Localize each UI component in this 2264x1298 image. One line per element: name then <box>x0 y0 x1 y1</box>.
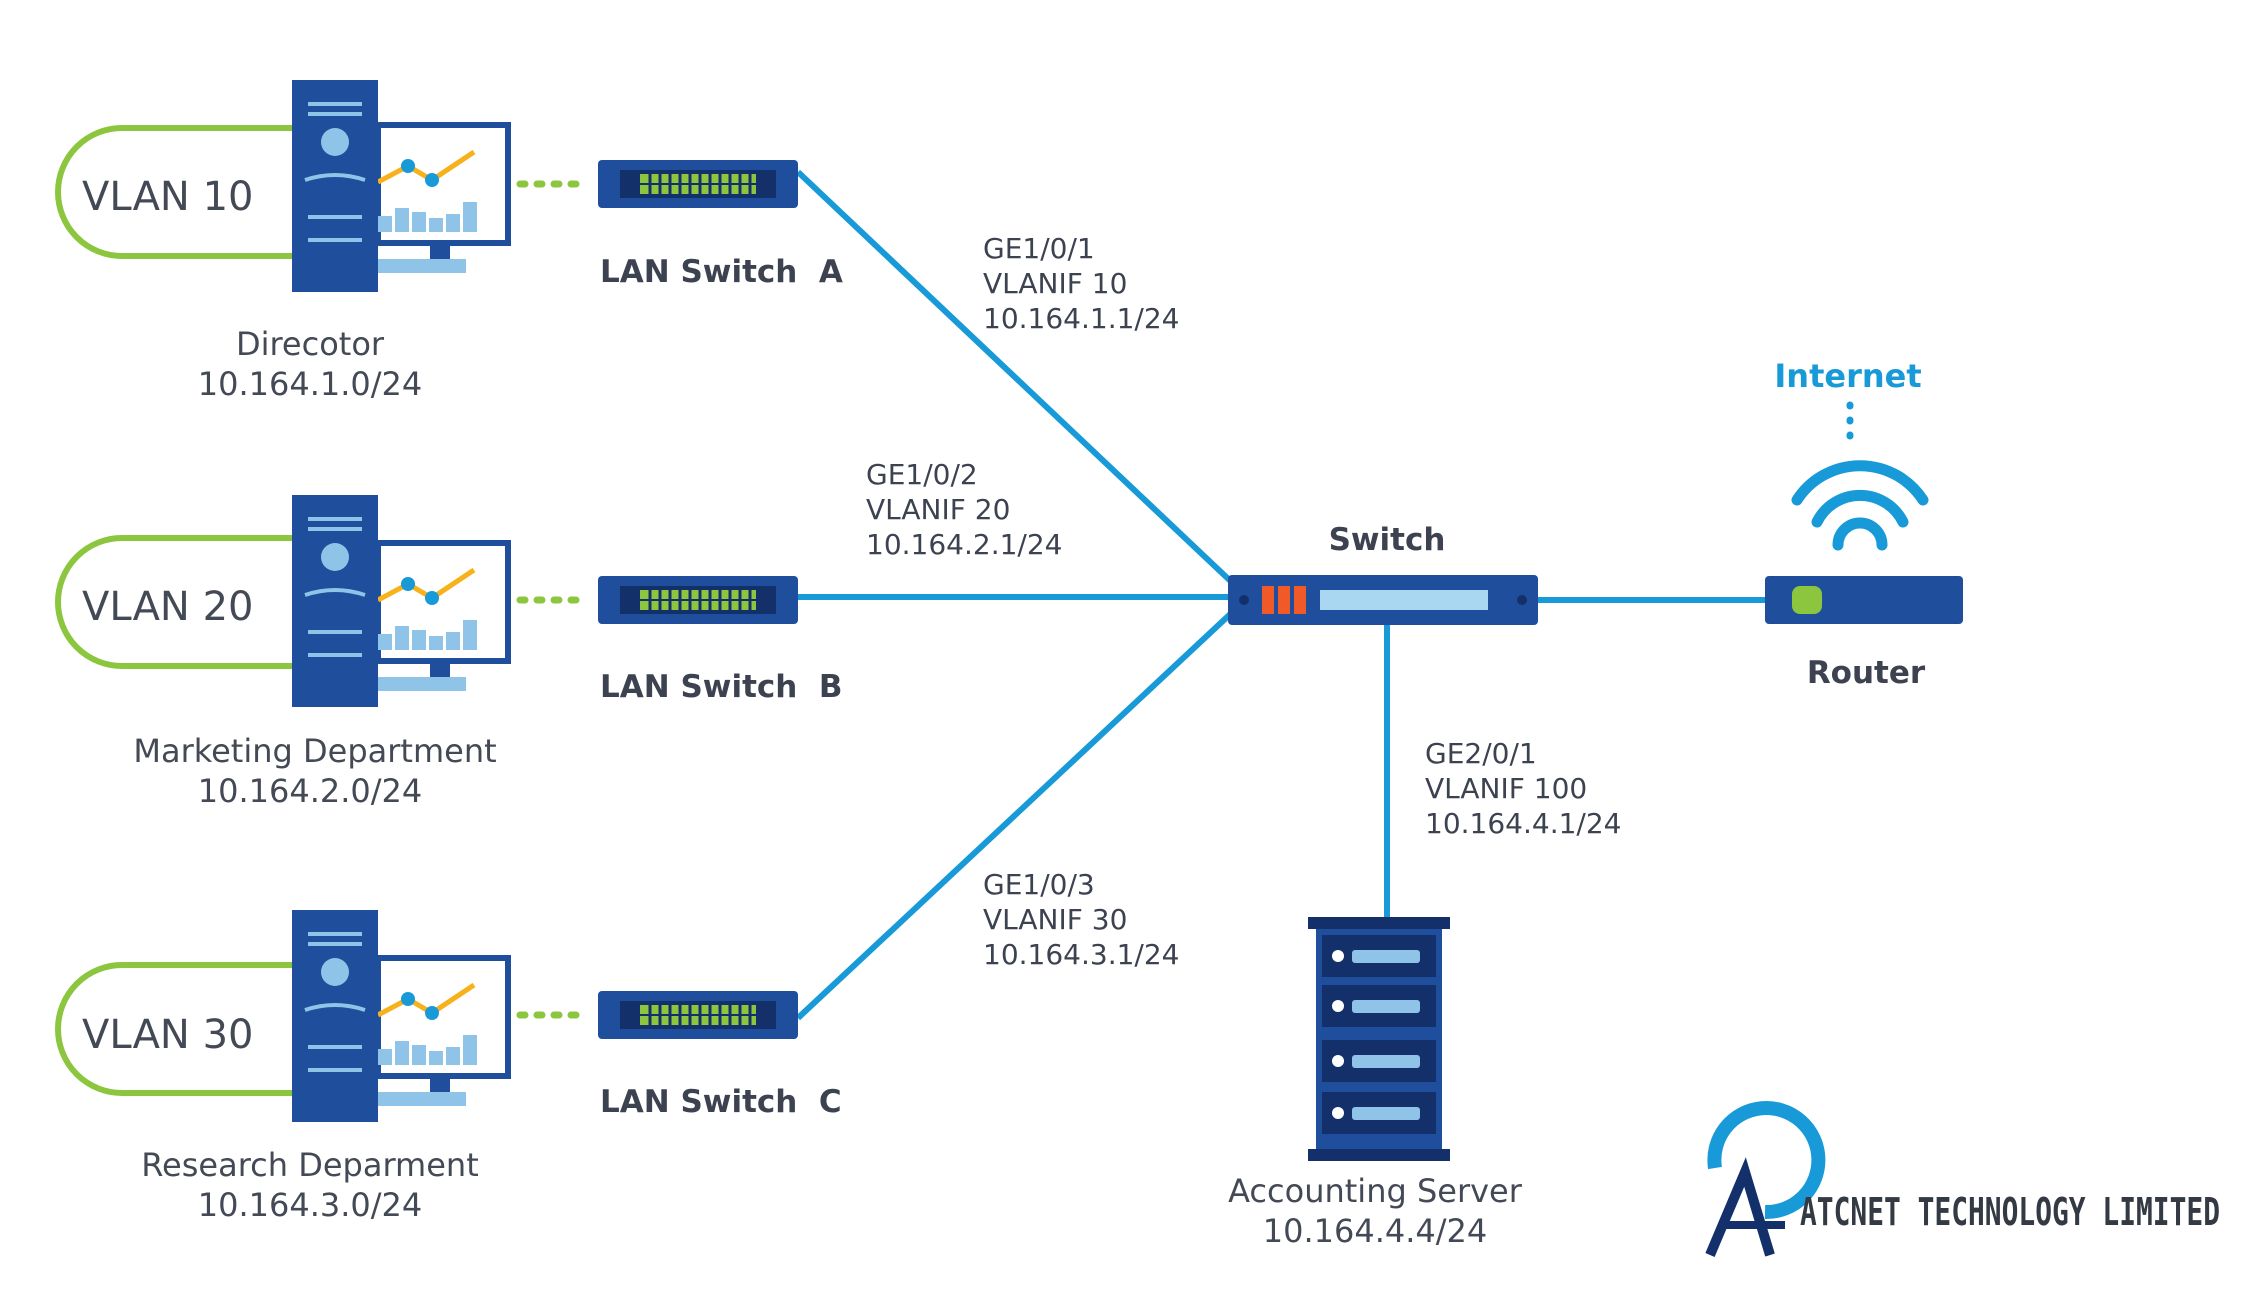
brand-name: ATCNET TECHNOLOGY LIMITED <box>1800 1190 2220 1234</box>
switch-label: LAN Switch C <box>600 1084 842 1120</box>
brand: ATCNET TECHNOLOGY LIMITED <box>1705 1101 2220 1257</box>
interface-ip: 10.164.2.1/24 <box>866 528 1062 561</box>
link-switch-a-core <box>795 169 1243 593</box>
workstation-icon <box>292 495 511 707</box>
accounting-server: Accounting Server 10.164.4.4/24 <box>1228 917 1523 1250</box>
router: Router <box>1765 576 1963 691</box>
interface-label-ge103: GE1/0/3 VLANIF 30 10.164.3.1/24 <box>983 868 1179 971</box>
links <box>795 169 1765 1021</box>
switch-icon <box>598 991 798 1039</box>
interface-ip: 10.164.4.1/24 <box>1425 807 1621 840</box>
interface-label-ge201: GE2/0/1 VLANIF 100 10.164.4.1/24 <box>1425 737 1621 840</box>
vlan-group-30: VLAN 30 Research Deparment 10.164.3.0/24 <box>55 910 511 1224</box>
department-subnet: 10.164.2.0/24 <box>198 772 423 810</box>
vlan-label: VLAN 20 <box>82 584 253 630</box>
router-label: Router <box>1807 655 1926 691</box>
interface-vlanif: VLANIF 20 <box>866 493 1010 526</box>
vlan-loop <box>55 125 295 259</box>
interface-port: GE1/0/1 <box>983 232 1095 265</box>
vlan-label: VLAN 30 <box>82 1012 253 1058</box>
core-switch: Switch <box>1228 522 1538 625</box>
link-switch-c-core <box>795 602 1243 1021</box>
department-name: Direcotor <box>236 325 385 363</box>
router-icon <box>1765 576 1963 624</box>
lan-switch-c: LAN Switch C <box>598 991 842 1120</box>
vlan-group-20: VLAN 20 Marketing Department 10.164.2.0/… <box>55 495 511 810</box>
access-dots <box>516 180 589 1019</box>
wifi-icon <box>1791 460 1929 551</box>
switch-label: LAN Switch A <box>600 254 843 290</box>
server-ip: 10.164.4.4/24 <box>1263 1212 1488 1250</box>
department-subnet: 10.164.3.0/24 <box>198 1186 423 1224</box>
interface-vlanif: VLANIF 10 <box>983 267 1127 300</box>
department-subnet: 10.164.1.0/24 <box>198 365 423 403</box>
interface-port: GE1/0/3 <box>983 868 1095 901</box>
interface-ip: 10.164.1.1/24 <box>983 302 1179 335</box>
interface-port: GE2/0/1 <box>1425 737 1537 770</box>
interface-vlanif: VLANIF 30 <box>983 903 1127 936</box>
server-rack-icon <box>1308 917 1450 1161</box>
vlan-loop <box>55 962 295 1096</box>
switch-label: LAN Switch B <box>600 669 843 705</box>
interface-ip: 10.164.3.1/24 <box>983 938 1179 971</box>
server-name: Accounting Server <box>1228 1172 1523 1210</box>
interface-vlanif: VLANIF 100 <box>1425 772 1587 805</box>
workstation-icon <box>292 910 511 1122</box>
interface-port: GE1/0/2 <box>866 458 978 491</box>
vlan-loop <box>55 535 295 669</box>
department-name: Research Deparment <box>141 1146 478 1184</box>
department-name: Marketing Department <box>133 732 496 770</box>
core-switch-label: Switch <box>1329 522 1446 558</box>
vlan-label: VLAN 10 <box>82 174 253 220</box>
switch-icon <box>1228 575 1538 625</box>
interface-label-ge101: GE1/0/1 VLANIF 10 10.164.1.1/24 <box>983 232 1179 335</box>
interface-label-ge102: GE1/0/2 VLANIF 20 10.164.2.1/24 <box>866 458 1062 561</box>
atcnet-logo-icon <box>1705 1101 1826 1257</box>
lan-switch-b: LAN Switch B <box>598 576 843 705</box>
vlan-group-10: VLAN 10 Direcotor 10.164.1.0/24 <box>55 80 511 403</box>
internet-label: Internet <box>1774 357 1921 395</box>
lan-switch-a: LAN Switch A <box>598 160 843 290</box>
switch-icon <box>598 160 798 208</box>
switch-icon <box>598 576 798 624</box>
internet: Internet <box>1774 357 1929 551</box>
workstation-icon <box>292 80 511 292</box>
